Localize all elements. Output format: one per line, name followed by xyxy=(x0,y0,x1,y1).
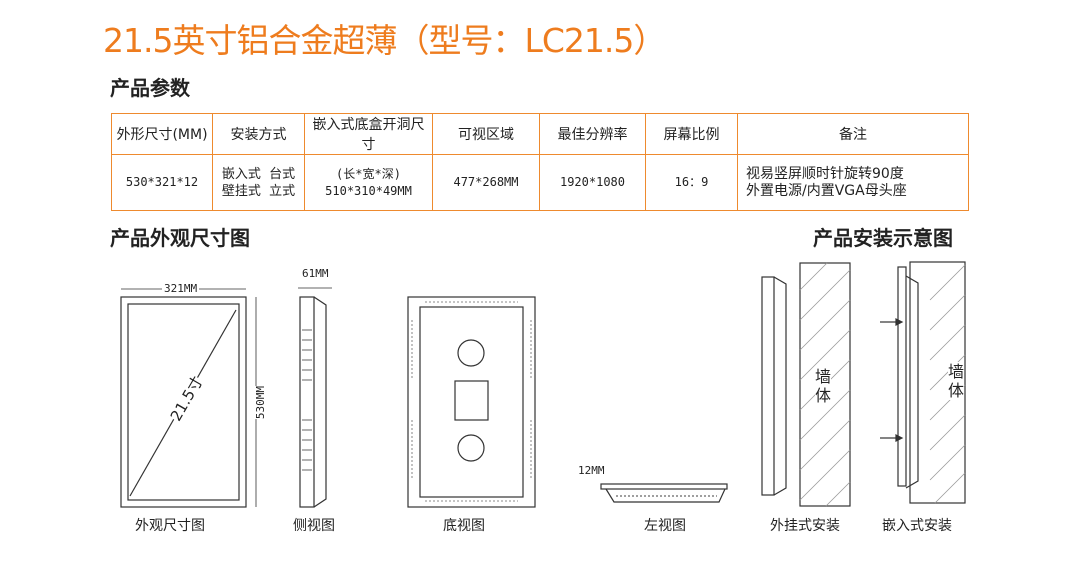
cell-resolution: 1920*1080 xyxy=(539,154,646,211)
table-header: 备注 xyxy=(737,113,969,155)
notes-line: 外置电源/内置VGA母头座 xyxy=(746,182,907,199)
table-row: 530*321*12 嵌入式 台式 壁挂式 立式 (长*宽*深) 510*310… xyxy=(111,154,969,211)
height-dimension: 530MM xyxy=(254,385,268,420)
cell-notes: 视易竖屏顺时针旋转90度 外置电源/内置VGA母头座 xyxy=(737,154,969,211)
table-header: 外形尺寸(MM) xyxy=(111,113,213,155)
wall-label: 墙体 xyxy=(948,362,965,400)
cutout-line: (长*宽*深) xyxy=(336,166,401,181)
cell-ratio: 16：9 xyxy=(645,154,738,211)
caption-front: 外观尺寸图 xyxy=(135,518,205,534)
cell-viewable: 477*268MM xyxy=(432,154,540,211)
spec-table: 外形尺寸(MM) 安装方式 嵌入式底盒开洞尺寸 可视区域 最佳分辨率 屏幕比例 … xyxy=(111,113,969,211)
notes-line: 视易竖屏顺时针旋转90度 xyxy=(746,165,904,182)
depth-dimension: 61MM xyxy=(302,267,329,280)
table-header: 可视区域 xyxy=(432,113,540,155)
width-dimension: 321MM xyxy=(162,282,200,295)
table-header: 最佳分辨率 xyxy=(539,113,646,155)
caption-wall-mount: 外挂式安装 xyxy=(770,518,840,534)
table-header-row: 外形尺寸(MM) 安装方式 嵌入式底盒开洞尺寸 可视区域 最佳分辨率 屏幕比例 … xyxy=(111,113,969,155)
cutout-line: 510*310*49MM xyxy=(325,183,412,198)
caption-embedded: 嵌入式安装 xyxy=(882,518,952,534)
wall-label: 墙体 xyxy=(815,367,832,405)
cell-cutout: (长*宽*深) 510*310*49MM xyxy=(304,154,433,211)
thin-dimension: 12MM xyxy=(578,464,605,477)
cell-install: 嵌入式 台式 壁挂式 立式 xyxy=(212,154,305,211)
table-header: 嵌入式底盒开洞尺寸 xyxy=(304,113,433,155)
table-header: 屏幕比例 xyxy=(645,113,738,155)
caption-side: 侧视图 xyxy=(293,518,335,534)
section-title-params: 产品参数 xyxy=(110,76,190,100)
caption-bottom: 底视图 xyxy=(443,518,485,534)
caption-left: 左视图 xyxy=(644,518,686,534)
install-line: 嵌入式 台式 xyxy=(221,166,296,182)
install-line: 壁挂式 立式 xyxy=(221,183,296,199)
section-title-dimensions: 产品外观尺寸图 xyxy=(110,226,250,250)
section-title-install: 产品安装示意图 xyxy=(813,226,953,250)
page-title: 21.5英寸铝合金超薄（型号：LC21.5） xyxy=(103,21,666,60)
cell-size: 530*321*12 xyxy=(111,154,213,211)
